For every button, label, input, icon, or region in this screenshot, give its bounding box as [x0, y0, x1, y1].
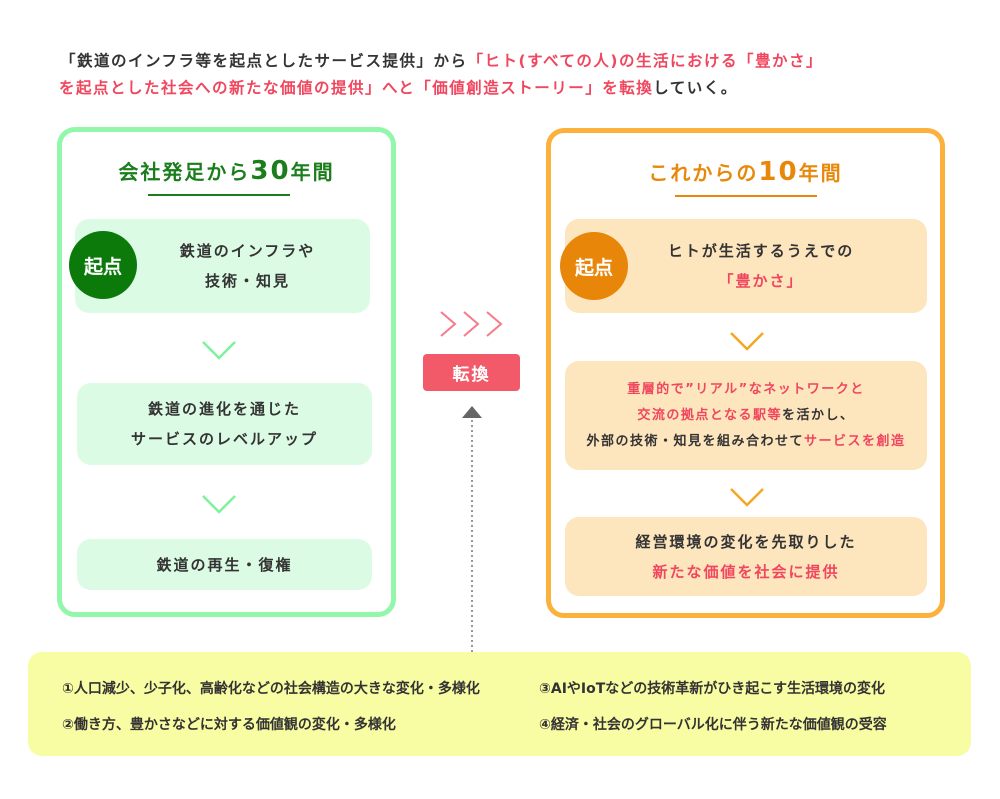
right-panel-title: これからの10年間	[648, 157, 843, 187]
intro-text: 「鉄道のインフラ等を起点としたサービス提供」から「ヒト(すべての人)の生活におけ…	[59, 48, 960, 102]
chevron-down-icon	[202, 495, 236, 514]
right-box-value: 経営環境の変化を先取りした新たな価値を社会に提供	[565, 517, 927, 596]
factor-item: ④経済・社会のグローバル化に伴う新たな価値観の受容	[539, 717, 887, 733]
chevron-down-icon	[202, 341, 236, 360]
factor-item: ①人口減少、少子化、高齢化などの社会構造の大きな変化・多様化	[62, 681, 480, 697]
origin-badge: 起点	[69, 231, 137, 299]
convert-label: 転換	[423, 354, 520, 391]
origin-badge: 起点	[560, 232, 628, 300]
left-box-revival: 鉄道の再生・復権	[77, 539, 372, 590]
environment-changes-box: ①人口減少、少子化、高齢化などの社会構造の大きな変化・多様化 ②働き方、豊かさな…	[28, 652, 971, 756]
chevron-down-icon	[730, 332, 764, 351]
dotted-arrow-up-icon	[462, 406, 482, 656]
left-box-evolution: 鉄道の進化を通じたサービスのレベルアップ	[77, 383, 372, 465]
title-underline	[148, 194, 290, 196]
next-10-years-panel: これからの10年間 ヒトが生活するうえでの「豊かさ」 起点 重層的で”リアル”な…	[546, 128, 945, 618]
intro-line2-a: を起点とした社会への新たな価値の提供」へと「価値創造ストーリー」を転換	[59, 79, 654, 97]
intro-line1-a: 「鉄道のインフラ等を起点としたサービス提供」から	[60, 52, 468, 70]
factor-item: ③AIやIoTなどの技術革新がひき起こす生活環境の変化	[539, 681, 885, 697]
right-box-origin: ヒトが生活するうえでの「豊かさ」	[565, 219, 927, 313]
arrows-right-icon	[440, 311, 503, 337]
past-30-years-panel: 会社発足から30年間 鉄道のインフラや技術・知見 起点 鉄道の進化を通じたサービ…	[57, 127, 396, 617]
chevron-down-icon	[730, 488, 764, 507]
title-underline	[675, 195, 817, 197]
left-panel-title: 会社発足から30年間	[118, 156, 335, 186]
intro-line2-b: していく。	[653, 79, 738, 97]
right-box-creation: 重層的で”リアル”なネットワークと 交流の拠点となる駅等を活かし、 外部の技術・…	[565, 361, 927, 470]
intro-line1-b: 「ヒト(すべての人)の生活における「豊かさ」	[467, 52, 824, 70]
factor-item: ②働き方、豊かさなどに対する価値観の変化・多様化	[62, 717, 396, 733]
